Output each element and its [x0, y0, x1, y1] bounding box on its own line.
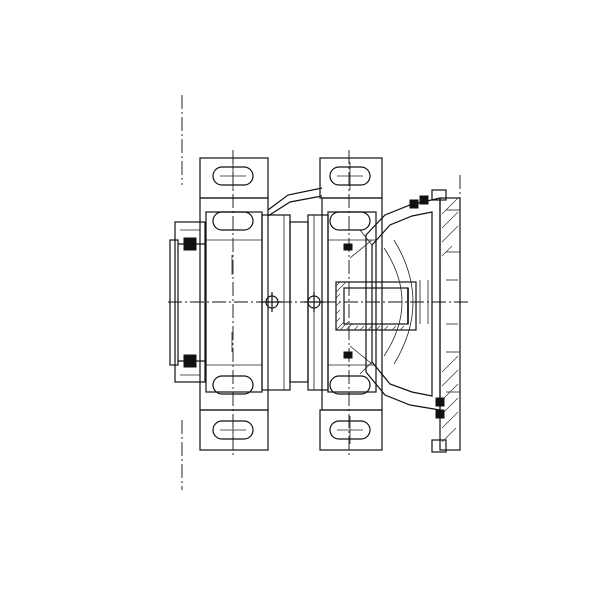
right-bearing-top-foot — [319, 157, 383, 199]
left-bearing-bottom-foot — [199, 409, 269, 451]
gearbox-flange — [349, 189, 461, 453]
left-end-cover — [169, 221, 206, 383]
detail-markers — [419, 279, 458, 325]
right-housing-body — [321, 197, 383, 411]
left-housing-body — [199, 197, 269, 411]
output-shaft — [335, 281, 417, 331]
left-bearing-top-foot — [199, 157, 269, 199]
right-bearing-bottom-foot — [319, 409, 383, 451]
middle-coupling-section — [261, 187, 329, 391]
